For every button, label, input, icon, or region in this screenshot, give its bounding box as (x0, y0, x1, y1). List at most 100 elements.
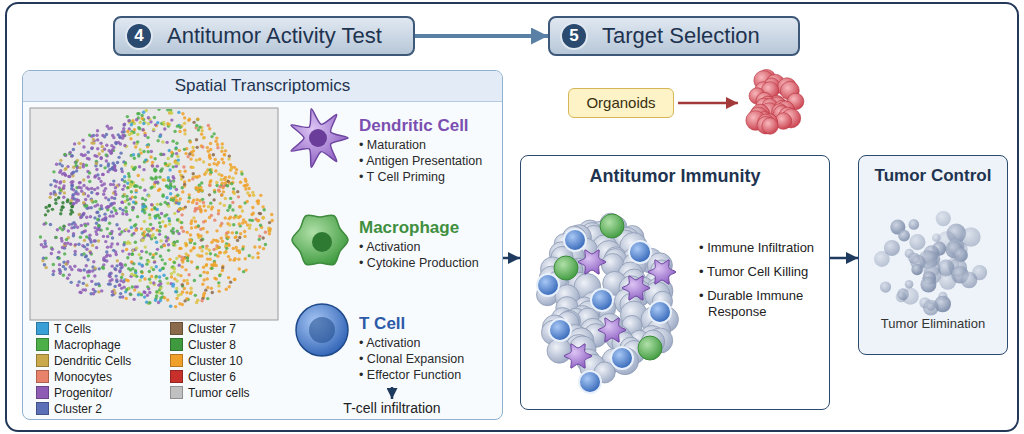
scatter-dot (123, 241, 126, 244)
scatter-dot (183, 299, 186, 302)
scatter-dot (56, 256, 59, 259)
scatter-dot (101, 218, 104, 221)
scatter-dot (179, 197, 182, 200)
scatter-dot (215, 184, 218, 187)
dying-tumor-cell (919, 297, 930, 308)
scatter-dot (118, 227, 121, 230)
scatter-dot (84, 255, 87, 258)
scatter-dot (57, 250, 60, 253)
dying-tumor-cell (908, 219, 919, 230)
scatter-dot (178, 149, 181, 152)
heading-text: Organoids (569, 89, 673, 116)
scatter-dot (228, 285, 231, 288)
scatter-dot (122, 134, 125, 137)
scatter-dot (107, 127, 110, 130)
scatter-dot (151, 235, 154, 238)
scatter-dot (259, 224, 262, 227)
scatter-dot (131, 267, 134, 270)
scatter-dot (149, 223, 152, 226)
scatter-dot (132, 200, 135, 203)
scatter-dot (149, 120, 152, 123)
scatter-dot (92, 138, 95, 141)
scatter-dot (159, 203, 162, 206)
scatter-dot (68, 265, 71, 268)
scatter-dot (161, 258, 164, 261)
scatter-dot (159, 170, 162, 173)
scatter-dot (120, 265, 123, 268)
scatter-dot (175, 290, 178, 293)
dendritic-cell (648, 260, 676, 284)
scatter-dot (94, 200, 97, 203)
scatter-dot (137, 153, 140, 156)
scatter-dot (187, 119, 190, 122)
scatter-dot (49, 223, 52, 226)
scatter-dot (54, 202, 57, 205)
scatter-dot (176, 273, 179, 276)
scatter-dot (153, 168, 156, 171)
scatter-dot (163, 127, 166, 130)
scatter-dot (166, 122, 169, 125)
scatter-dot (127, 119, 130, 122)
scatter-dot (134, 190, 137, 193)
scatter-dot (96, 129, 99, 132)
bullet-text: • Maturation (359, 137, 499, 153)
scatter-dot (202, 227, 205, 230)
scatter-dot (105, 133, 108, 136)
scatter-dot (54, 236, 57, 239)
scatter-dot (132, 168, 135, 171)
scatter-dot (202, 293, 205, 296)
scatter-dot (62, 180, 65, 183)
scatter-dot (197, 235, 200, 238)
scatter-dot (244, 221, 247, 224)
tumor-cell (623, 248, 643, 268)
scatter-dot (93, 216, 96, 219)
scatter-dot (62, 196, 65, 199)
scatter-dot (143, 211, 146, 214)
scatter-dot (212, 264, 215, 267)
tumor-cell (624, 279, 651, 306)
scatter-dot (256, 219, 259, 222)
tumor-cell (581, 292, 606, 317)
scatter-dot (215, 163, 218, 166)
scatter-dot (195, 159, 198, 162)
scatter-dot (164, 162, 167, 165)
scatter-dot (159, 282, 162, 285)
scatter-dot (132, 206, 135, 209)
scatter-dot (211, 206, 214, 209)
scatter-dot (126, 186, 129, 189)
tumor-cell (642, 330, 665, 353)
scatter-dot (72, 188, 75, 191)
scatter-dot (44, 221, 47, 224)
scatter-dot (206, 146, 209, 149)
organoid-arrow (678, 102, 738, 105)
scatter-dot (88, 180, 91, 183)
scatter-dot (130, 260, 133, 263)
scatter-dot (183, 116, 186, 119)
scatter-dot (113, 190, 116, 193)
scatter-dot (186, 256, 189, 259)
scatter-dot (167, 204, 170, 207)
scatter-dot (178, 124, 181, 127)
scatter-dot (195, 202, 198, 205)
organoid-illustration (746, 69, 804, 134)
organoid-cell (749, 88, 765, 104)
scatter-dot (129, 292, 132, 295)
scatter-dot (194, 186, 197, 189)
tumor-cell (577, 301, 600, 324)
scatter-dot (238, 222, 241, 225)
scatter-dot (93, 139, 96, 142)
legend-item: Dendritic Cells (36, 353, 131, 368)
scatter-dot (82, 230, 85, 233)
tumor-cell (573, 238, 598, 263)
legend-item: Cluster 2 (36, 401, 102, 416)
scatter-dot (210, 241, 213, 244)
scatter-dot (209, 201, 212, 204)
dying-tumor-cell (947, 258, 959, 270)
scatter-dot (224, 245, 227, 248)
scatter-dot (118, 283, 121, 286)
scatter-dot (197, 174, 200, 177)
scatter-dot (108, 168, 111, 171)
legend-swatch (36, 322, 49, 335)
scatter-dot (267, 227, 270, 230)
scatter-dot (81, 213, 84, 216)
